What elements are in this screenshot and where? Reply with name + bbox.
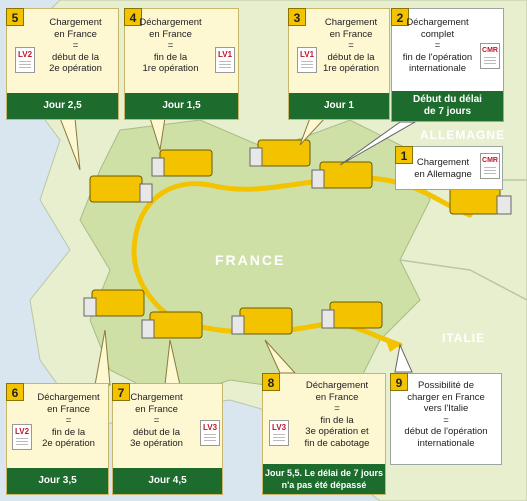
day-bar: Jour 5,5. Le délai de 7 jours n'a pas ét… bbox=[263, 464, 385, 494]
step-number: 1 bbox=[395, 146, 413, 164]
document-icon: LV1 bbox=[215, 47, 235, 73]
step-7-callout: 7 LV3 Chargement en France = début de la… bbox=[112, 383, 223, 495]
document-icon: LV3 bbox=[200, 420, 220, 446]
step-text: Chargement en France = début de la 3e op… bbox=[130, 392, 183, 449]
document-icon: LV3 bbox=[269, 420, 289, 446]
truck-1 bbox=[449, 187, 512, 215]
truck-2 bbox=[311, 161, 373, 189]
step-1-callout: 1 CMR Chargement en Allemagne bbox=[395, 146, 503, 190]
document-icon: CMR bbox=[480, 43, 500, 69]
document-icon: LV2 bbox=[15, 47, 35, 73]
step-8-callout: 8 LV3 Déchargement en France = fin de la… bbox=[262, 373, 386, 495]
truck-5 bbox=[89, 175, 153, 203]
day-bar: Début du délai de 7 jours bbox=[392, 91, 503, 121]
step-number: 4 bbox=[124, 8, 142, 26]
truck-7 bbox=[141, 311, 203, 339]
truck-3 bbox=[249, 139, 311, 167]
truck-9 bbox=[321, 301, 383, 329]
document-icon: LV1 bbox=[297, 47, 317, 73]
step-text: Chargement en France = début de la 2e op… bbox=[49, 17, 102, 74]
step-4-callout: 4 LV1 Déchargement en France = fin de la… bbox=[124, 8, 239, 120]
day-bar: Jour 1,5 bbox=[125, 93, 238, 119]
step-number: 7 bbox=[112, 383, 130, 401]
day-bar: Jour 4,5 bbox=[113, 468, 222, 494]
document-icon: LV2 bbox=[12, 424, 32, 450]
truck-6 bbox=[83, 289, 145, 317]
country-label-italy: ITALIE bbox=[442, 331, 486, 345]
step-text: Chargement en France = début de la 1re o… bbox=[323, 17, 379, 74]
day-bar: Jour 2,5 bbox=[7, 93, 118, 119]
step-6-callout: 6 LV2 Déchargement en France = fin de la… bbox=[6, 383, 109, 495]
step-text: Possibilité de charger en France vers l'… bbox=[404, 380, 488, 449]
step-2-callout: 2 CMR Déchargement complet = fin de l'op… bbox=[391, 8, 504, 122]
step-text: Déchargement en France = fin de la 3e op… bbox=[304, 380, 370, 449]
step-text: Chargement en Allemagne bbox=[414, 157, 472, 180]
document-icon: CMR bbox=[480, 153, 500, 179]
truck-8 bbox=[231, 307, 293, 335]
step-text: Déchargement en France = fin de la 1re o… bbox=[139, 17, 202, 74]
truck-4 bbox=[151, 149, 213, 177]
step-number: 8 bbox=[262, 373, 280, 391]
step-3-callout: 3 LV1 Chargement en France = début de la… bbox=[288, 8, 390, 120]
step-5-callout: 5 LV2 Chargement en France = début de la… bbox=[6, 8, 119, 120]
step-text: Déchargement complet = fin de l'opératio… bbox=[402, 17, 473, 74]
step-number: 6 bbox=[6, 383, 24, 401]
step-number: 9 bbox=[390, 373, 408, 391]
country-label-germany: ALLEMAGNE bbox=[420, 128, 505, 142]
country-label-france: FRANCE bbox=[215, 252, 286, 268]
step-number: 3 bbox=[288, 8, 306, 26]
day-bar: Jour 3,5 bbox=[7, 468, 108, 494]
day-bar: Jour 1 bbox=[289, 93, 389, 119]
step-text: Déchargement en France = fin de la 2e op… bbox=[37, 392, 100, 449]
step-number: 2 bbox=[391, 8, 409, 26]
step-9-callout: 9 Possibilité de charger en France vers … bbox=[390, 373, 502, 465]
step-number: 5 bbox=[6, 8, 24, 26]
